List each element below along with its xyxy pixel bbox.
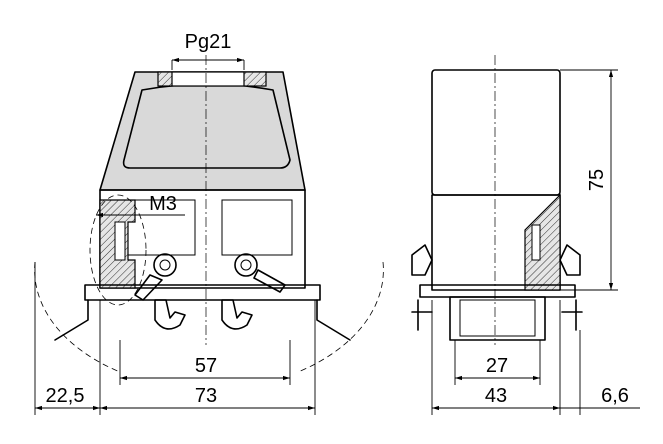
label-6-6: 6,6 [601,385,629,407]
right-pin-inner [240,259,252,271]
label-pg21: Pg21 [185,31,232,53]
body-inner-right [221,199,293,256]
side-left-clip [411,299,433,331]
base-flange [84,284,321,301]
left-pin [153,253,177,277]
right-foot [316,299,351,341]
label-43: 43 [485,385,507,407]
label-75: 75 [586,169,608,191]
side-right-hatch [524,193,561,291]
left-hook [154,299,186,330]
right-hook [221,299,253,330]
left-lever [134,274,163,301]
thread-opening [171,71,245,87]
left-pin-inner [159,259,171,271]
screw-slot [114,221,126,261]
left-foot [54,299,89,341]
side-right-knob [559,244,581,276]
side-lower-frame [449,296,546,341]
side-screw-slot [531,224,541,261]
label-57: 57 [195,355,217,377]
side-right-clip [561,299,583,331]
label-m3: M3 [149,193,177,215]
right-pin [234,253,258,277]
right-lever [253,269,286,293]
detail-circle [89,194,147,306]
label-22-5: 22,5 [46,385,85,407]
label-73: 73 [195,385,217,407]
label-27: 27 [486,355,508,377]
dimension-lines [34,57,640,415]
swing-arc-right [297,261,384,373]
side-top-block [431,69,561,196]
side-inner-box [459,299,536,337]
side-left-knob [411,244,433,276]
front-view [34,55,384,373]
side-view [411,55,583,345]
